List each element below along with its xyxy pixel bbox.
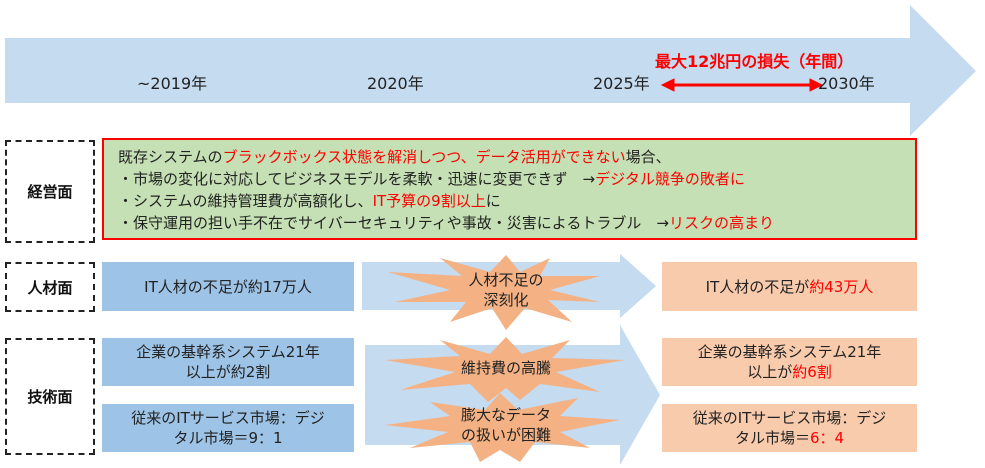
management-highlight: ブラックボックス状態を解消しつつ、データ活用ができない (222, 148, 626, 166)
tech-issue2-line: 膨大なデータ (460, 406, 551, 424)
management-text: 場合、 (625, 148, 671, 166)
tech-future2-line: 従来のITサービス市場：デジ (692, 409, 887, 427)
year-2019: ~2019年 (137, 74, 208, 93)
burst-tech-2 (385, 393, 620, 462)
tech-current-box-1: 企業の基幹系システム21年 以上が約2割 (102, 338, 354, 386)
tech-current2-line: 従来のITサービス市場：デジ (131, 409, 325, 427)
tech-current-box-2: 従来のITサービス市場：デジ タル市場＝9：1 (102, 404, 354, 452)
human-future-text: IT人材の不足が (705, 277, 810, 296)
human-issue-text: 人材不足の 深刻化 (436, 270, 576, 310)
year-2030: 2030年 (818, 74, 875, 93)
management-box: 既存システムのブラックボックス状態を解消しつつ、データ活用ができない場合、・市場… (102, 138, 917, 240)
management-text: ・保守運用の担い手不在でサイバーセキュリティや事故・災害によるトラブル → (118, 214, 669, 232)
tech-future1-text: 以上が (747, 363, 793, 381)
tech-current1-line: 企業の基幹系システム21年 (136, 343, 320, 361)
tech-issue-2: 膨大なデータ の扱いが困難 (436, 405, 576, 445)
management-label: 経営面 (5, 140, 95, 243)
management-text: ・市場の変化に対応してビジネスモデルを柔軟・迅速に変更できず → (118, 170, 596, 188)
human-issue-line: 深刻化 (483, 291, 529, 309)
management-line: ・保守運用の担い手不在でサイバーセキュリティや事故・災害によるトラブル →リスク… (118, 212, 915, 234)
human-future-value: 約43万人 (809, 277, 874, 296)
tech-issue2-line: の扱いが困難 (460, 426, 551, 444)
management-highlight: IT予算の9割以上 (372, 192, 486, 210)
human-label: 人材面 (5, 262, 95, 312)
management-highlight: リスクの高まり (668, 214, 774, 232)
management-line: 既存システムのブラックボックス状態を解消しつつ、データ活用ができない場合、 (118, 146, 915, 168)
tech-current2-line: タル市場＝9：1 (173, 429, 283, 447)
human-issue-line: 人材不足の (468, 271, 544, 289)
tech-future2-text: タル市場＝ (734, 429, 810, 447)
timeline-arrow (5, 5, 976, 136)
management-highlight: デジタル競争の敗者に (595, 170, 745, 188)
tech-future1-line: 企業の基幹系システム21年 (697, 343, 882, 361)
tech-future-box-2: 従来のITサービス市場：デジ タル市場＝6：4 (662, 404, 917, 452)
tech-issue-1: 維持費の高騰 (460, 359, 551, 377)
management-text: 既存システムの (118, 148, 223, 166)
loss-label: 最大12兆円の損失（年間） (655, 52, 854, 71)
tech-label: 技術面 (5, 338, 95, 455)
management-text: に (485, 192, 501, 210)
tech-future2-value: 6：4 (809, 429, 845, 447)
human-future-box: IT人材の不足が約43万人 (662, 262, 917, 311)
tech-current1-line: 以上が約2割 (185, 363, 271, 381)
tech-future1-value: 約6割 (792, 363, 832, 381)
year-2020: 2020年 (367, 74, 424, 93)
human-current-box: IT人材の不足が約17万人 (102, 262, 354, 311)
management-line: ・システムの維持管理費が高額化し、IT予算の9割以上に (118, 190, 915, 212)
management-line: ・市場の変化に対応してビジネスモデルを柔軟・迅速に変更できず →デジタル競争の敗… (118, 168, 915, 190)
management-text: ・システムの維持管理費が高額化し、 (118, 192, 373, 210)
tech-future-box-1: 企業の基幹系システム21年 以上が約6割 (662, 338, 917, 386)
burst-tech-1 (385, 337, 625, 402)
year-2025: 2025年 (593, 74, 650, 93)
burst-human (388, 255, 600, 330)
loss-range-arrow (660, 78, 824, 92)
